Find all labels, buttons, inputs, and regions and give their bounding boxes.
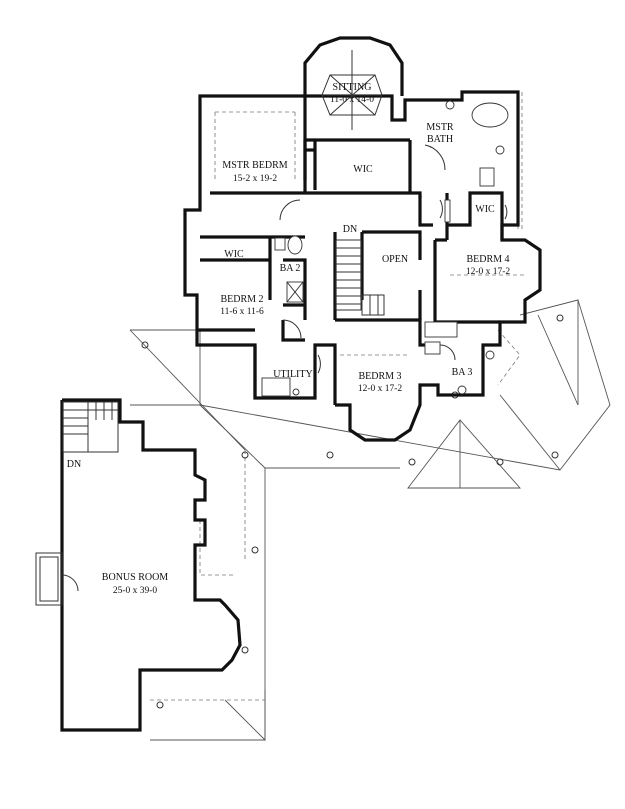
main-stairs-dn: DN	[343, 224, 357, 235]
sitting-size: 11-0 x 14-0	[330, 95, 374, 105]
ba2-label: BA 2	[280, 263, 301, 274]
main-stairs	[335, 239, 385, 316]
wic-bed2-label: WIC	[224, 249, 244, 260]
bedrm2-size: 11-6 x 11-6	[220, 307, 264, 317]
bonus-room-label: BONUS ROOM	[102, 572, 169, 583]
sitting-label: SITTING	[333, 82, 372, 93]
door-swings	[279, 144, 508, 374]
bonus-stairs-dn: DN	[67, 459, 81, 470]
bedrm3-size: 12-0 x 17-2	[358, 384, 403, 394]
ba3-label: BA 3	[452, 367, 473, 378]
roof-vents	[141, 314, 564, 709]
bonus-room-walls	[35, 398, 242, 732]
bedrm4-label: BEDRM 4	[466, 254, 509, 265]
bedrm4-size: 12-0 x 17-2	[466, 267, 511, 277]
open-label: OPEN	[382, 254, 408, 265]
mstr-bath-label-1: MSTR	[426, 122, 454, 133]
main-house-walls	[183, 36, 542, 442]
mstr-bedrm-label: MSTR BEDRM	[222, 160, 287, 171]
mstr-bath-label-2: BATH	[427, 134, 453, 145]
wic-master-label: WIC	[353, 164, 373, 175]
bedrm3-label: BEDRM 3	[358, 371, 401, 382]
sitting-ceiling	[321, 50, 383, 130]
mstr-bedrm-size: 15-2 x 19-2	[233, 174, 278, 184]
utility-label: UTILITY	[273, 369, 312, 380]
bonus-room-size: 25-0 x 39-0	[113, 586, 158, 596]
bedrm2-label: BEDRM 2	[220, 294, 263, 305]
wic-small-label: WIC	[475, 204, 495, 215]
roof-lines	[129, 92, 611, 742]
fixtures	[214, 100, 525, 397]
room-labels: SITTING 11-0 x 14-0 MSTR BATH MSTR BEDRM…	[67, 82, 511, 596]
